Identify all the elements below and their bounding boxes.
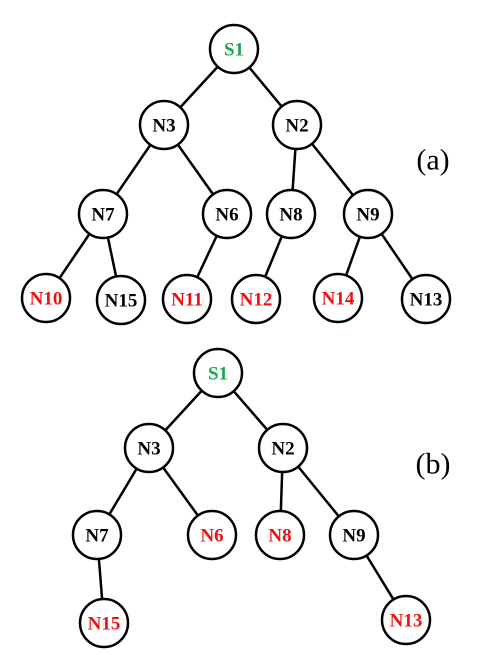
tree-b-node-N3: N3 (123, 422, 175, 474)
tree-a-panel-label: (a) (416, 144, 449, 177)
tree-b-node-N15-label: N15 (88, 614, 121, 635)
tree-a-node-N14: N14 (312, 272, 364, 324)
tree-b-node-N13-circle (380, 594, 432, 646)
tree-b-node-N6: N6 (186, 509, 238, 561)
tree-a-node-N12: N12 (230, 273, 282, 325)
tree-a-node-N14-label: N14 (322, 289, 355, 310)
tree-a-node-S1-circle (208, 23, 260, 75)
tree-a-node-N11-circle (161, 273, 213, 325)
tree-a-node-N8-circle (265, 188, 317, 240)
tree-a-node-N15-circle (95, 274, 147, 326)
tree-a-node-N8-label: N8 (279, 205, 302, 226)
tree-a-node-N8: N8 (265, 188, 317, 240)
tree-a-node-N6-circle (201, 188, 253, 240)
tree-b-node-N8: N8 (254, 509, 306, 561)
tree-b-node-N2-label: N2 (271, 439, 294, 460)
tree-a-node-N3: N3 (138, 99, 190, 151)
tree-b-node-S1-circle (192, 347, 244, 399)
tree-b-edges (95, 372, 408, 624)
tree-b-node-N8-label: N8 (268, 526, 291, 547)
tree-a-node-N12-circle (230, 273, 282, 325)
tree-b-node-N13-label: N13 (390, 611, 423, 632)
tree-a-node-N10-circle (20, 272, 72, 324)
tree-a-node-N7-label: N7 (91, 205, 115, 226)
tree-a-node-N10-label: N10 (30, 289, 63, 310)
tree-b-panel-label: (b) (416, 448, 451, 481)
tree-a-node-N15-label: N15 (105, 291, 138, 312)
tree-a-node-N11: N11 (161, 273, 213, 325)
tree-b-node-N9: N9 (328, 509, 380, 561)
tree-a-node-N14-circle (312, 272, 364, 324)
tree-a-node-N9: N9 (342, 188, 394, 240)
tree-a-node-N13-circle (400, 273, 452, 325)
tree-b-node-N15: N15 (78, 597, 130, 649)
tree-b-node-N3-label: N3 (137, 439, 160, 460)
tree-a-node-N13: N13 (400, 273, 452, 325)
tree-a-node-N2-label: N2 (285, 116, 308, 137)
tree-b-node-N2: N2 (257, 422, 309, 474)
tree-a-node-N9-circle (342, 188, 394, 240)
tree-b-node-N6-label: N6 (200, 526, 223, 547)
tree-a-node-S1: S1 (208, 23, 260, 75)
tree-b-node-N6-circle (186, 509, 238, 561)
tree-b-node-N9-circle (328, 509, 380, 561)
tree-b-node-S1: S1 (192, 347, 244, 399)
tree-a-node-N9-label: N9 (356, 205, 379, 226)
tree-b-node-N7: N7 (71, 509, 123, 561)
tree-a-node-N2: N2 (271, 99, 323, 151)
tree-a-node-N12-label: N12 (240, 290, 273, 311)
tree-a-node-N7-circle (77, 188, 129, 240)
tree-a-node-N2-circle (271, 99, 323, 151)
tree-b-node-N8-circle (254, 509, 306, 561)
tree-a-node-N10: N10 (20, 272, 72, 324)
tree-a-node-N15: N15 (95, 274, 147, 326)
tree-a-node-N11-label: N11 (171, 290, 203, 311)
tree-a-node-N3-label: N3 (152, 116, 175, 137)
tree-a-node-N6-label: N6 (215, 205, 238, 226)
tree-a-node-S1-label: S1 (224, 40, 244, 61)
tree-b-node-N9-label: N9 (342, 526, 365, 547)
tree-a-edges (44, 48, 428, 301)
tree-b-node-N7-label: N7 (85, 526, 109, 547)
tree-b-node-N15-circle (78, 597, 130, 649)
tree-a-node-N3-circle (138, 99, 190, 151)
tree-b-node-N2-circle (257, 422, 309, 474)
tree-b-node-N3-circle (123, 422, 175, 474)
tree-a-node-N6: N6 (201, 188, 253, 240)
tree-b-node-N13: N13 (380, 594, 432, 646)
tree-b-node-S1-label: S1 (208, 364, 228, 385)
tree-b-node-N7-circle (71, 509, 123, 561)
tree-a-node-N13-label: N13 (410, 290, 443, 311)
tree-a-node-N7: N7 (77, 188, 129, 240)
